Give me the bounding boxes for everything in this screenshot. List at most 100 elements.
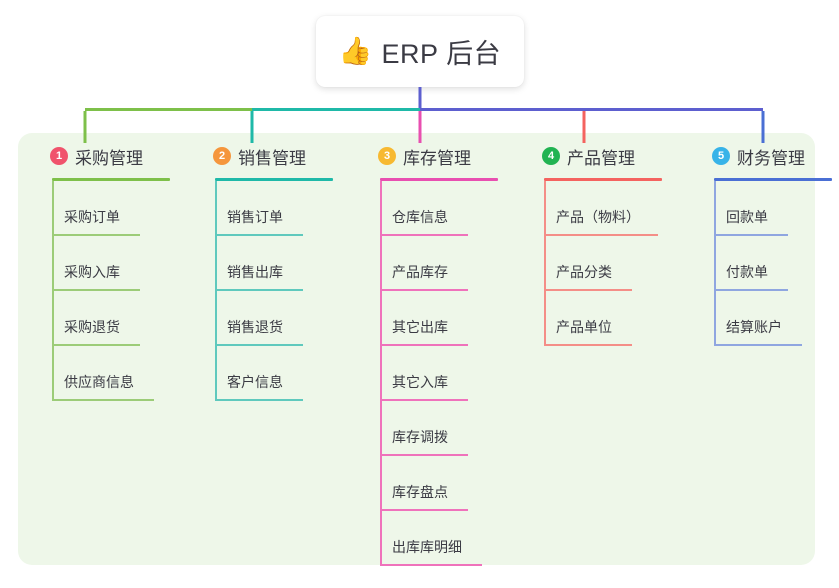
list-item[interactable]: 产品单位: [522, 291, 692, 346]
column-header-1[interactable]: 1 采购管理: [30, 143, 190, 169]
list-item-label: 其它出库: [392, 319, 448, 335]
list-item[interactable]: 结算账户: [692, 291, 839, 346]
column-stem-line: [714, 181, 716, 346]
column-stem-line: [52, 181, 54, 401]
list-item-rule: [52, 344, 140, 346]
column-header-rule: [52, 178, 170, 181]
column-header-rule: [714, 178, 832, 181]
list-item[interactable]: 采购入库: [30, 236, 190, 291]
list-item-rule: [544, 234, 658, 236]
column-items: 销售订单销售出库销售退货客户信息: [193, 181, 353, 401]
list-item-rule: [380, 509, 468, 511]
column-items: 采购订单采购入库采购退货供应商信息: [30, 181, 190, 401]
list-item[interactable]: 产品库存: [358, 236, 518, 291]
list-item-rule: [714, 234, 788, 236]
list-item-label: 库存盘点: [392, 484, 448, 500]
list-item[interactable]: 采购订单: [30, 181, 190, 236]
list-item-label: 销售订单: [227, 209, 283, 225]
list-item-rule: [380, 344, 468, 346]
list-item[interactable]: 产品分类: [522, 236, 692, 291]
column-badge-4: 4: [542, 147, 560, 165]
list-item-label: 结算账户: [726, 319, 782, 335]
thumbs-up-icon: 👍: [338, 36, 373, 66]
list-item-label: 产品分类: [556, 264, 612, 280]
column-stem-line: [380, 181, 382, 566]
list-item-label: 库存调拨: [392, 429, 448, 445]
list-item-label: 销售退货: [227, 319, 283, 335]
list-item[interactable]: 付款单: [692, 236, 839, 291]
list-item-rule: [52, 289, 140, 291]
column-items: 仓库信息产品库存其它出库其它入库库存调拨库存盘点出库库明细: [358, 181, 518, 566]
list-item-label: 仓库信息: [392, 209, 448, 225]
list-item-rule: [380, 564, 482, 566]
column-badge-5: 5: [712, 147, 730, 165]
list-item-rule: [714, 289, 788, 291]
list-item-rule: [714, 344, 802, 346]
list-item[interactable]: 回款单: [692, 181, 839, 236]
list-item-label: 其它入库: [392, 374, 448, 390]
column-title: 采购管理: [75, 148, 143, 168]
list-item[interactable]: 采购退货: [30, 291, 190, 346]
column-3: 3 库存管理仓库信息产品库存其它出库其它入库库存调拨库存盘点出库库明细: [358, 143, 518, 566]
list-item[interactable]: 出库库明细: [358, 511, 518, 566]
list-item[interactable]: 产品（物料）: [522, 181, 692, 236]
column-header-3[interactable]: 3 库存管理: [358, 143, 518, 169]
column-items: 产品（物料） 产品分类产品单位: [522, 181, 692, 346]
list-item[interactable]: 销售订单: [193, 181, 353, 236]
column-header-rule: [380, 178, 498, 181]
list-item-rule: [544, 289, 632, 291]
list-item-label: 产品单位: [556, 319, 612, 335]
column-4: 4 产品管理产品（物料） 产品分类产品单位: [522, 143, 692, 346]
list-item-rule: [380, 454, 468, 456]
column-items: 回款单付款单结算账户: [692, 181, 839, 346]
content-panel: [18, 133, 815, 565]
list-item-rule: [380, 289, 468, 291]
column-stem-line: [215, 181, 217, 401]
list-item[interactable]: 库存调拨: [358, 401, 518, 456]
list-item-rule: [215, 399, 303, 401]
column-badge-2: 2: [213, 147, 231, 165]
list-item-rule: [380, 234, 468, 236]
list-item-label: 付款单: [726, 264, 768, 280]
column-badge-1: 1: [50, 147, 68, 165]
list-item-rule: [52, 399, 154, 401]
list-item[interactable]: 仓库信息: [358, 181, 518, 236]
list-item-label: 采购退货: [64, 319, 120, 335]
list-item[interactable]: 其它出库: [358, 291, 518, 346]
list-item[interactable]: 销售出库: [193, 236, 353, 291]
root-node-erp-backend[interactable]: 👍 ERP 后台: [316, 16, 524, 87]
list-item[interactable]: 销售退货: [193, 291, 353, 346]
column-header-4[interactable]: 4 产品管理: [522, 143, 692, 169]
column-badge-3: 3: [378, 147, 396, 165]
column-header-rule: [215, 178, 333, 181]
list-item[interactable]: 供应商信息: [30, 346, 190, 401]
list-item-label: 回款单: [726, 209, 768, 225]
list-item-label: 销售出库: [227, 264, 283, 280]
list-item-rule: [544, 344, 632, 346]
list-item-rule: [215, 344, 303, 346]
list-item-label: 客户信息: [227, 374, 283, 390]
list-item[interactable]: 库存盘点: [358, 456, 518, 511]
list-item-label: 采购订单: [64, 209, 120, 225]
list-item-rule: [380, 399, 468, 401]
list-item-label: 产品（物料）: [556, 209, 640, 225]
list-item-rule: [52, 234, 140, 236]
column-stem-line: [544, 181, 546, 346]
column-title: 产品管理: [567, 148, 635, 168]
list-item-label: 供应商信息: [64, 374, 134, 390]
list-item-label: 采购入库: [64, 264, 120, 280]
list-item[interactable]: 客户信息: [193, 346, 353, 401]
list-item-rule: [215, 289, 303, 291]
list-item[interactable]: 其它入库: [358, 346, 518, 401]
list-item-label: 产品库存: [392, 264, 448, 280]
root-node-title: ERP 后台: [381, 39, 502, 69]
list-item-label: 出库库明细: [392, 539, 462, 555]
column-title: 库存管理: [403, 148, 471, 168]
list-item-rule: [215, 234, 303, 236]
column-header-rule: [544, 178, 662, 181]
